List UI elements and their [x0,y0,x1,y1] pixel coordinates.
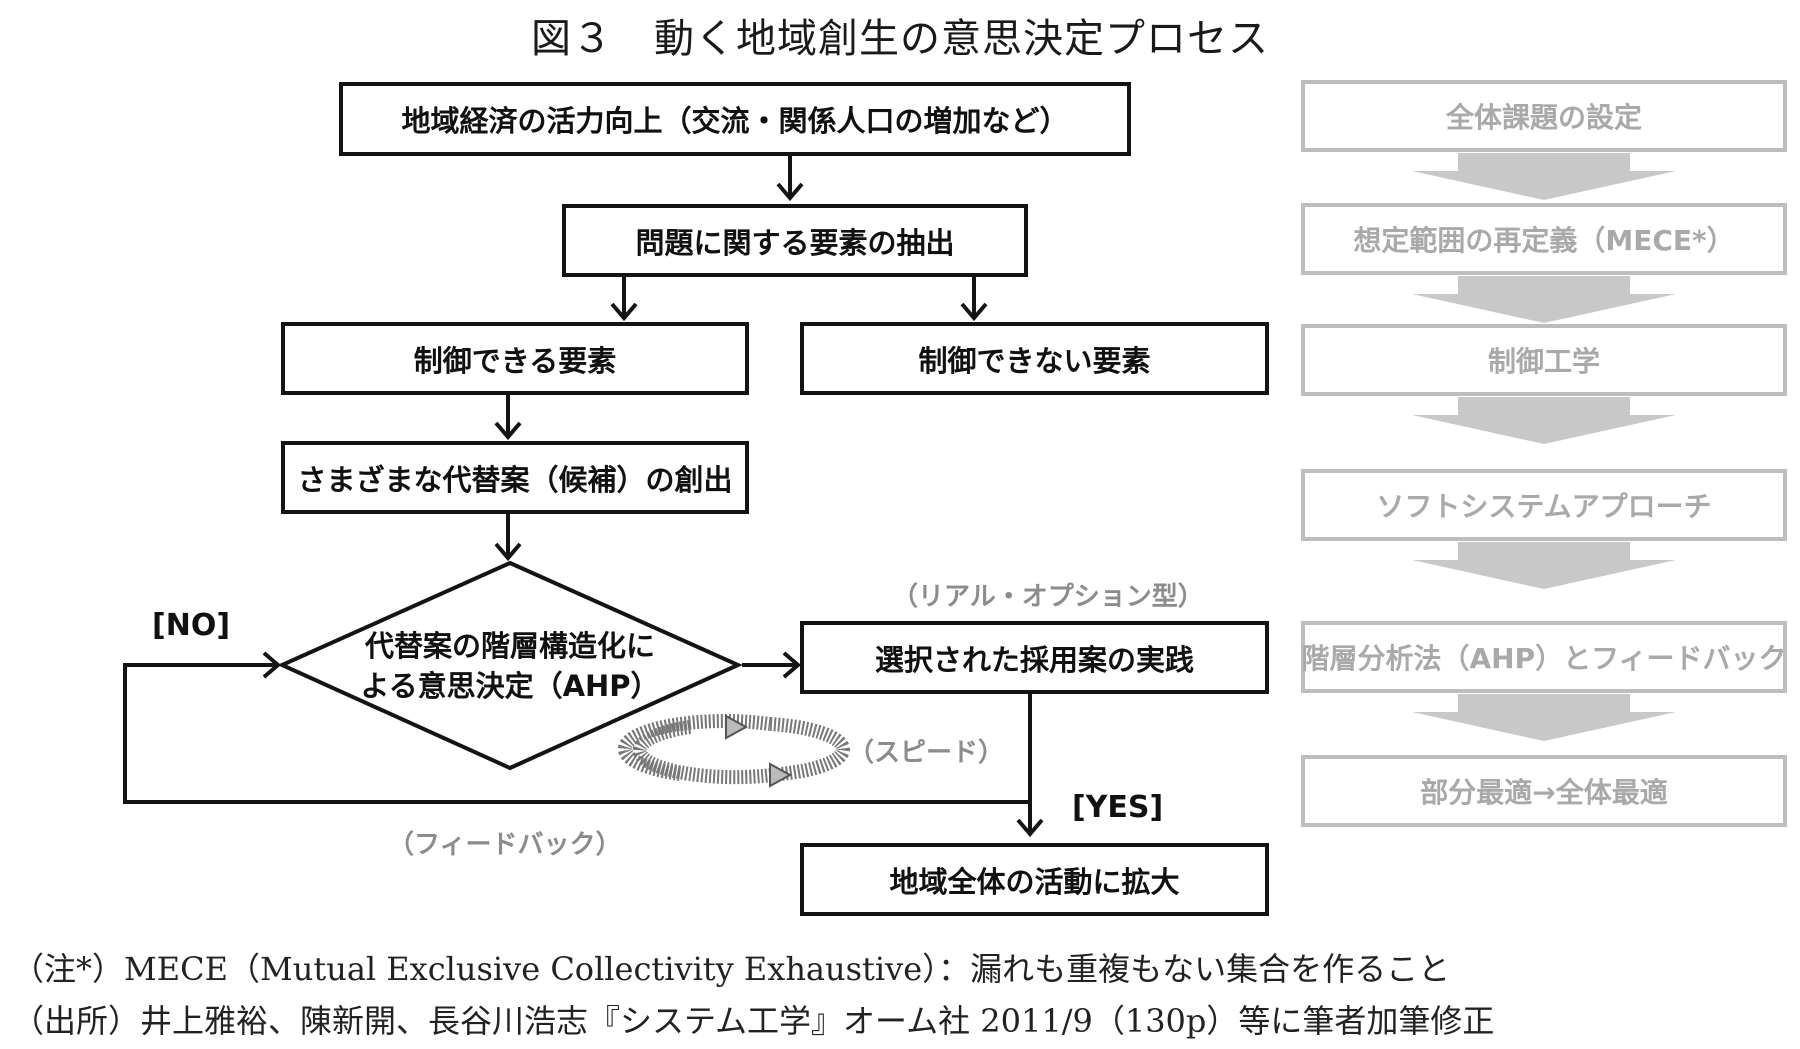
arrowhead-4 [494,421,522,441]
side-step-3: 制御工学 [1301,324,1787,396]
box-regional-economy: 地域経済の活力向上（交流・関係人口の増加など） [339,82,1131,156]
side-step-4: ソフトシステムアプローチ [1301,469,1787,541]
note-source: （出所）井上雅裕、陳新開、長谷川浩志『システム工学』オーム社 2011/9（13… [12,1002,1495,1040]
decision-text-line2: よる意思決定（AHP） [360,669,660,703]
arrowhead-3 [960,302,988,322]
side-arrow-2 [1412,276,1676,323]
arrowhead-6 [782,651,802,679]
side-step-5: 階層分析法（AHP）とフィードバック [1301,621,1787,693]
side-step-1: 全体課題の設定 [1301,80,1787,152]
decision-text-line1: 代替案の階層構造化に [364,629,655,663]
arrowhead-1 [776,182,804,202]
box-controllable-elements: 制御できる要素 [281,322,749,395]
figure-title: 図３ 動く地域創生の意思決定プロセス [531,16,1269,62]
note-mece: （注*）MECE（Mutual Exclusive Collectivity E… [12,950,1451,988]
label-yes: [YES] [1072,790,1164,825]
side-step-2: 想定範囲の再定義（MECE*） [1301,203,1787,275]
label-real-option: （リアル・オプション型） [892,582,1204,612]
cycle-icon [617,714,850,788]
label-feedback: （フィードバック） [388,830,622,860]
side-arrow-4 [1412,542,1676,589]
box-uncontrollable-elements: 制御できない要素 [800,322,1269,395]
feedback-loop-line [123,663,1030,804]
decision-text: 代替案の階層構造化に よる意思決定（AHP） [300,626,720,706]
decision-diamond [277,560,743,771]
side-arrow-1 [1412,153,1676,200]
box-extract-elements: 問題に関する要素の抽出 [562,204,1028,277]
arrowhead-8 [262,651,282,679]
label-no: [NO] [152,608,231,643]
box-practice-selected: 選択された採用案の実践 [800,621,1269,694]
box-create-alternatives: さまざまな代替案（候補）の創出 [281,441,749,514]
arrowhead-5 [494,542,522,562]
side-arrow-3 [1412,397,1676,444]
arrowhead-7 [1016,818,1044,838]
label-speed: （スピード） [848,738,1005,768]
side-arrows [1412,153,1676,741]
arrowhead-2 [610,302,638,322]
side-step-6: 部分最適→全体最適 [1301,755,1787,827]
box-expand-region: 地域全体の活動に拡大 [800,843,1269,916]
side-arrow-5 [1412,694,1676,741]
